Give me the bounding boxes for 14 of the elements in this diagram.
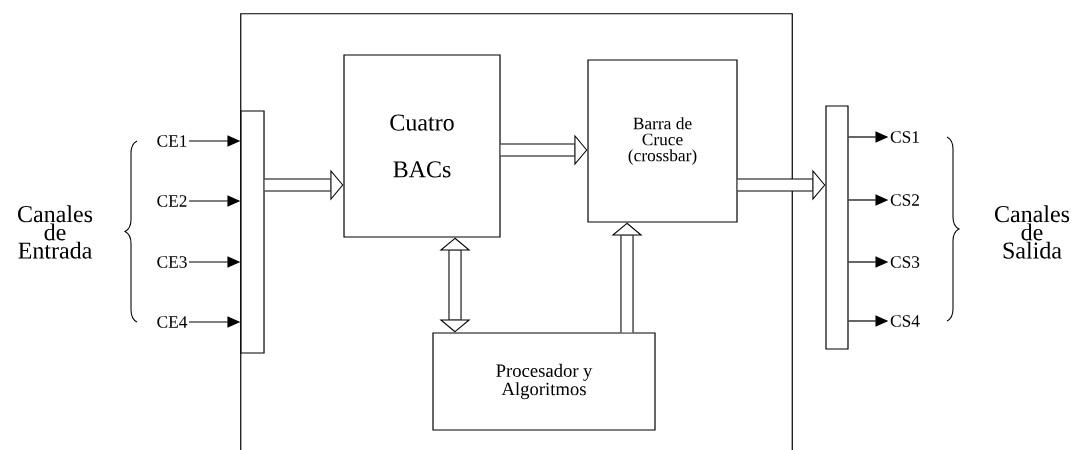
channel-label: CS3 bbox=[890, 256, 920, 268]
process-box: Barra de Cruce (crossbar) bbox=[587, 59, 738, 223]
process-box: Cuatro BACs bbox=[343, 54, 501, 238]
block-arrow bbox=[439, 237, 471, 333]
channel-label: CE1 bbox=[157, 135, 187, 147]
channel-label: CE2 bbox=[157, 195, 187, 207]
process-box: Procesador y Algoritmos bbox=[432, 332, 656, 431]
channel-label: CS2 bbox=[890, 194, 919, 206]
channel-label: CE3 bbox=[157, 256, 187, 268]
group-label: Canales de Salida bbox=[995, 205, 1070, 259]
channel-label: CS4 bbox=[890, 315, 920, 327]
channel-label: CE4 bbox=[157, 316, 188, 328]
channel-label: CS1 bbox=[890, 131, 919, 143]
group-label: Canales de Entrada bbox=[18, 205, 93, 259]
